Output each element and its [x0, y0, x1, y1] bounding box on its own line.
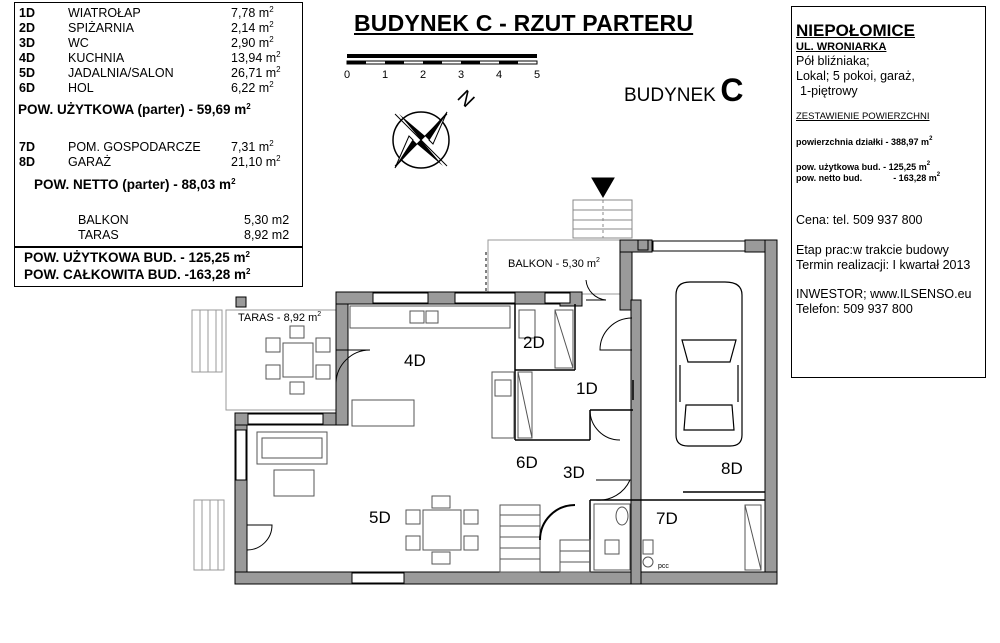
table-row-name: SPIŻARNIA: [68, 21, 134, 35]
table-row-name: BALKON: [78, 213, 129, 227]
scale-tick-5: 5: [534, 69, 541, 81]
table-row-code: 2D: [19, 21, 35, 35]
table-row-name: WC: [68, 36, 89, 50]
room-label-4d: 4D: [404, 351, 426, 370]
table-row-code: 1D: [19, 6, 35, 20]
room-area-table: [14, 2, 303, 247]
entrance-arrow-icon: [591, 177, 615, 198]
info-box: [791, 6, 986, 378]
north-arrow-icon: [392, 111, 450, 169]
table-row-area: 7,31 m2: [231, 139, 274, 155]
info-line-2: Lokal; 5 pokoi, garaż,: [796, 69, 915, 83]
table-row-name: POM. GOSPODARCZE: [68, 140, 201, 154]
table-row-name: JADALNIA/SALON: [68, 66, 174, 80]
room-label-8d: 8D: [721, 459, 743, 478]
usable-area: pow. użytkowa bud. - 125,25 m2: [796, 161, 931, 172]
info-line-3: 1-piętrowy: [800, 84, 858, 98]
table-row-code: 7D: [19, 140, 35, 154]
table-row-name: HOL: [68, 81, 94, 95]
car-icon: [675, 281, 743, 447]
table-row-area: 8,92 m2: [244, 228, 290, 242]
room-label-6d: 6D: [516, 453, 538, 472]
info-line-1: Pół bliźniaka;: [796, 54, 870, 68]
table-row-name: KUCHNIA: [68, 51, 125, 65]
street-name: UL. WRONIARKA: [796, 41, 887, 53]
scale-tick-3: 3: [458, 69, 465, 81]
pow-uzytkowa-bud: POW. UŻYTKOWA BUD. - 125,25 m2: [24, 250, 250, 265]
balkon-label: BALKON - 5,30 m2: [508, 257, 600, 270]
table-row-name: WIATROŁAP: [68, 6, 141, 20]
table-row-area: 21,10 m2: [231, 154, 281, 170]
taras-label: TARAS - 8,92 m2: [238, 311, 322, 324]
scale-tick-0: 0: [344, 69, 351, 81]
table-row-area: 13,94 m2: [231, 50, 281, 66]
deadline-info: Termin realizacji: I kwartał 2013: [796, 258, 971, 272]
pow-netto-parter: POW. NETTO (parter) - 88,03 m2: [34, 177, 236, 192]
table-row-code: 8D: [19, 155, 35, 169]
pow-uzytkowa-parter: POW. UŻYTKOWA (parter) - 59,69 m2: [18, 102, 251, 117]
scale-tick-1: 1: [382, 69, 389, 81]
table-row-area: 6,22 m2: [231, 80, 274, 96]
room-label-2d: 2D: [523, 333, 545, 352]
price-info: Cena: tel. 509 937 800: [796, 213, 923, 227]
table-row-area: 2,90 m2: [231, 35, 274, 51]
summary-heading: ZESTAWIENIE POWIERZCHNI: [796, 111, 930, 122]
stage-info: Etap prac:w trakcie budowy: [796, 243, 949, 257]
table-row-area: 5,30 m2: [244, 213, 290, 227]
scale-bar: [346, 54, 538, 65]
table-row-code: 6D: [19, 81, 35, 95]
plot-area: powierzchnia działki - 388,97 m2: [796, 136, 933, 147]
room-label-3d: 3D: [563, 463, 585, 482]
scale-tick-2: 2: [420, 69, 427, 81]
table-row-name: GARAŻ: [68, 155, 112, 169]
scale-tick-4: 4: [496, 69, 503, 81]
table-row-area: 2,14 m2: [231, 20, 274, 36]
totals-box: [14, 247, 303, 287]
pow-calkowita-bud: POW. CAŁKOWITA BUD. -163,28 m2: [24, 267, 251, 282]
table-row-name: TARAS: [78, 228, 119, 242]
table-row-code: 5D: [19, 66, 35, 80]
room-label-7d: 7D: [656, 509, 678, 528]
table-row-code: 4D: [19, 51, 35, 65]
room-label-5d: 5D: [369, 508, 391, 527]
pcc-label: pcc: [658, 563, 669, 570]
room-label-1d: 1D: [576, 379, 598, 398]
net-area: pow. netto bud. - 163,28 m2: [796, 172, 941, 183]
building-label: BUDYNEK C: [624, 72, 744, 108]
phone-info: Telefon: 509 937 800: [796, 302, 913, 316]
page-title: BUDYNEK C - RZUT PARTERU: [354, 10, 694, 36]
city-name: NIEPOŁOMICE: [796, 21, 916, 40]
table-row-code: 3D: [19, 36, 35, 50]
table-row-area: 26,71 m2: [231, 65, 281, 81]
table-row-area: 7,78 m2: [231, 5, 274, 21]
investor-info: INWESTOR; www.ILSENSO.eu: [796, 287, 972, 301]
